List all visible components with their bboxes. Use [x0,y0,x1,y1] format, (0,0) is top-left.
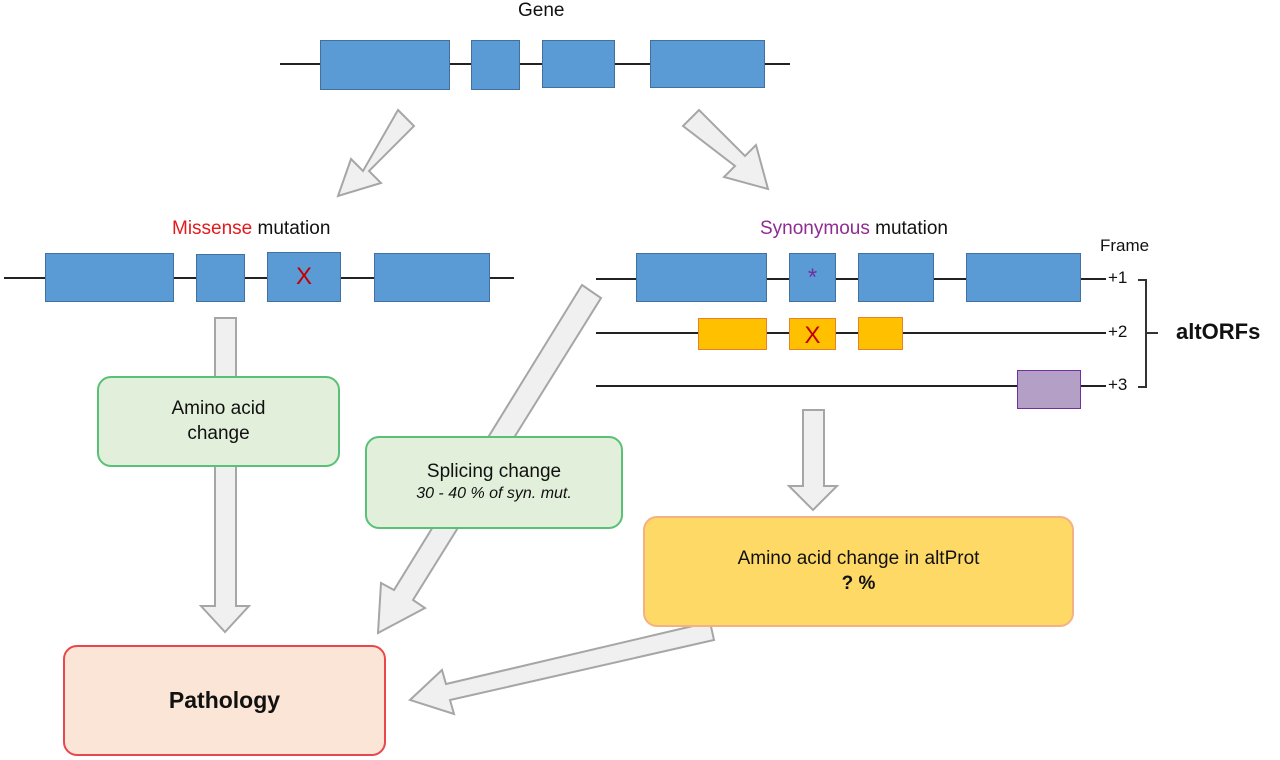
arrow-altprot-to-pathology [408,620,716,716]
altprot-change-percent: ? % [841,572,876,594]
frame-2-altorf-2: X [789,318,836,350]
gene-exon-4 [650,40,765,88]
missense-exon-1 [45,253,174,302]
synonymous-title-rest: mutation [869,218,948,239]
frame-2-altorf-3 [858,317,903,350]
frame-2-line [596,332,1106,334]
arrow-gene-to-missense [336,108,416,198]
synonymous-title-colored: Synonymous [760,218,870,239]
arrow-missense-to-pathology [198,317,252,634]
splicing-change-box: Splicing change 30 - 40 % of syn. mut. [365,436,623,529]
frame-1-exon-2: * [789,253,836,302]
missense-intron-line [4,277,514,279]
altorf-mutation-x-icon: X [804,322,821,349]
missense-exon-4 [374,253,490,302]
frame-1-exon-3 [858,253,934,302]
frame-3-line [596,385,1106,387]
altorfs-bracket [1138,279,1158,388]
splicing-change-percent: 30 - 40 % of syn. mut. [416,485,572,503]
pathology-box: Pathology [63,645,386,756]
missense-title-rest: mutation [252,218,331,239]
frame-1-exon-4 [966,253,1081,302]
missense-mutation-x-icon: X [295,263,312,290]
missense-exon-2 [196,254,245,302]
gene-exon-3 [542,40,615,88]
arrow-gene-to-synonymous [681,108,770,191]
arrow-altorfs-to-altprot [786,409,840,512]
altorfs-label: altORFs [1176,319,1261,344]
frame-1-label: +1 [1108,268,1128,287]
frame-3-label: +3 [1108,375,1128,394]
missense-title: Missense mutation [172,218,330,240]
frame-1-exon-1 [636,253,767,302]
missense-exon-3: X [267,252,341,302]
altprot-change-box: Amino acid change in altProt ? % [643,516,1074,627]
gene-exon-1 [320,40,450,90]
frame-1-line [596,278,1106,280]
synonymous-title: Synonymous mutation [760,218,948,240]
frame-3-altorf [1017,370,1081,409]
gene-intron-line [280,63,790,65]
gene-title: Gene [518,0,565,21]
pathology-label: Pathology [168,686,281,713]
amino-acid-change-box: Amino acid change [97,376,340,467]
amino-acid-change-line2: change [187,422,250,444]
amino-acid-change-line1: Amino acid [171,397,266,419]
altprot-change-title: Amino acid change in altProt [737,547,980,569]
frame-header: Frame [1100,236,1150,255]
frame-2-label: +2 [1108,322,1128,341]
synonymous-asterisk-icon: * [807,264,818,291]
splicing-change-title: Splicing change [426,460,562,482]
frame-2-altorf-1 [698,318,767,350]
missense-title-colored: Missense [172,218,253,239]
gene-exon-2 [471,40,520,90]
